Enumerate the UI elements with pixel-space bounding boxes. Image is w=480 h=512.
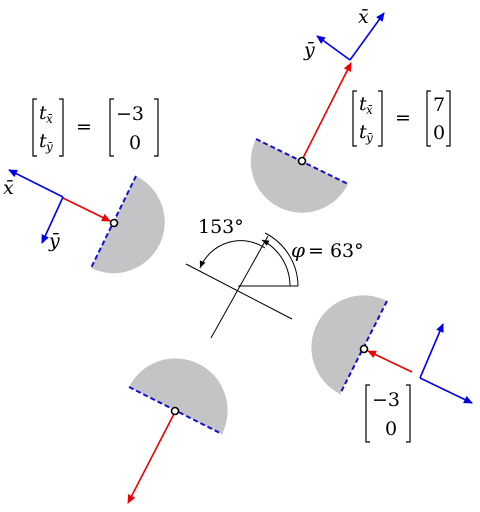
force-arrow-top <box>301 62 352 161</box>
bracket-left-4 <box>109 98 114 157</box>
y-bar-axis-right <box>419 323 444 379</box>
contact-point-left <box>109 218 119 228</box>
bracket-left-3 <box>32 98 37 157</box>
vector-bottom-row-2: 0 <box>385 418 397 440</box>
bracket-left-5 <box>365 384 370 443</box>
half-disk-top <box>250 62 352 213</box>
vector-left-equation: t x̄ t ȳ = −3 0 <box>32 98 159 157</box>
t-y-symbol-left: t <box>39 130 47 152</box>
contact-point-bottom <box>170 406 180 416</box>
vector-bottom-equation: −3 0 <box>365 384 411 443</box>
rotation-reference <box>185 232 299 339</box>
t-x-sub-left: x̄ <box>46 112 53 126</box>
t-x-sub-right: x̄ <box>366 103 373 117</box>
phi-angle-arc-inner <box>261 239 291 287</box>
vector-right-row-2: 0 <box>433 122 445 144</box>
x-bar-label-left: x̄ <box>3 177 14 199</box>
equals-left: = <box>76 116 92 138</box>
angle-153-label: 153° <box>198 216 244 238</box>
half-disk-top-shape <box>250 139 348 213</box>
phi-angle-arc-outer <box>264 232 299 287</box>
vector-right-equation: t x̄ t ȳ = 7 0 <box>352 90 451 147</box>
bracket-right-2 <box>446 90 451 147</box>
axes-top <box>316 12 385 61</box>
x-bar-label-top: x̄ <box>358 6 369 28</box>
y-bar-label-left: ȳ <box>48 230 60 252</box>
contact-point-top <box>297 156 307 166</box>
x-bar-axis-left <box>8 169 64 198</box>
y-bar-label-top: ȳ <box>303 39 315 61</box>
vector-left-row-2: 0 <box>129 132 141 154</box>
axes-left <box>8 169 64 244</box>
force-arrow-right <box>367 350 413 373</box>
vector-left-row-1: −3 <box>116 103 144 125</box>
angle-153-arc <box>199 240 266 269</box>
force-arrow-left <box>62 197 111 222</box>
equals-right: = <box>395 107 411 129</box>
half-disk-left <box>62 175 165 274</box>
phi-value: = 63° <box>308 240 364 262</box>
rotated-axis-short <box>185 263 293 320</box>
force-arrow-bottom <box>127 411 176 504</box>
x-bar-axis-top <box>349 12 385 61</box>
vector-bottom-row-1: −3 <box>372 389 400 411</box>
half-disk-bottom-shape <box>129 358 228 434</box>
bracket-right-4 <box>154 98 159 157</box>
x-bar-axis-right <box>419 377 473 404</box>
phi-symbol: φ <box>291 238 305 262</box>
t-x-symbol-left: t <box>39 102 47 124</box>
axes-right <box>419 323 473 404</box>
y-bar-axis-top <box>316 35 351 61</box>
t-x-symbol-right: t <box>359 93 367 115</box>
half-disk-right-shape <box>311 295 387 394</box>
bracket-left-1 <box>352 90 357 147</box>
half-disk-right <box>311 295 413 395</box>
y-bar-axis-left <box>41 196 64 244</box>
bracket-right-1 <box>378 90 383 147</box>
contact-point-right <box>359 344 369 354</box>
bracket-right-5 <box>406 384 411 443</box>
t-y-sub-right: ȳ <box>365 131 373 145</box>
half-disk-bottom <box>127 358 228 504</box>
vector-right-row-1: 7 <box>433 94 445 116</box>
t-y-sub-left: ȳ <box>45 140 53 154</box>
bracket-left-2 <box>426 90 431 147</box>
t-y-symbol-right: t <box>359 121 367 143</box>
bracket-right-3 <box>59 98 64 157</box>
half-disk-left-shape <box>91 176 165 274</box>
rotated-axis-long <box>210 235 269 339</box>
